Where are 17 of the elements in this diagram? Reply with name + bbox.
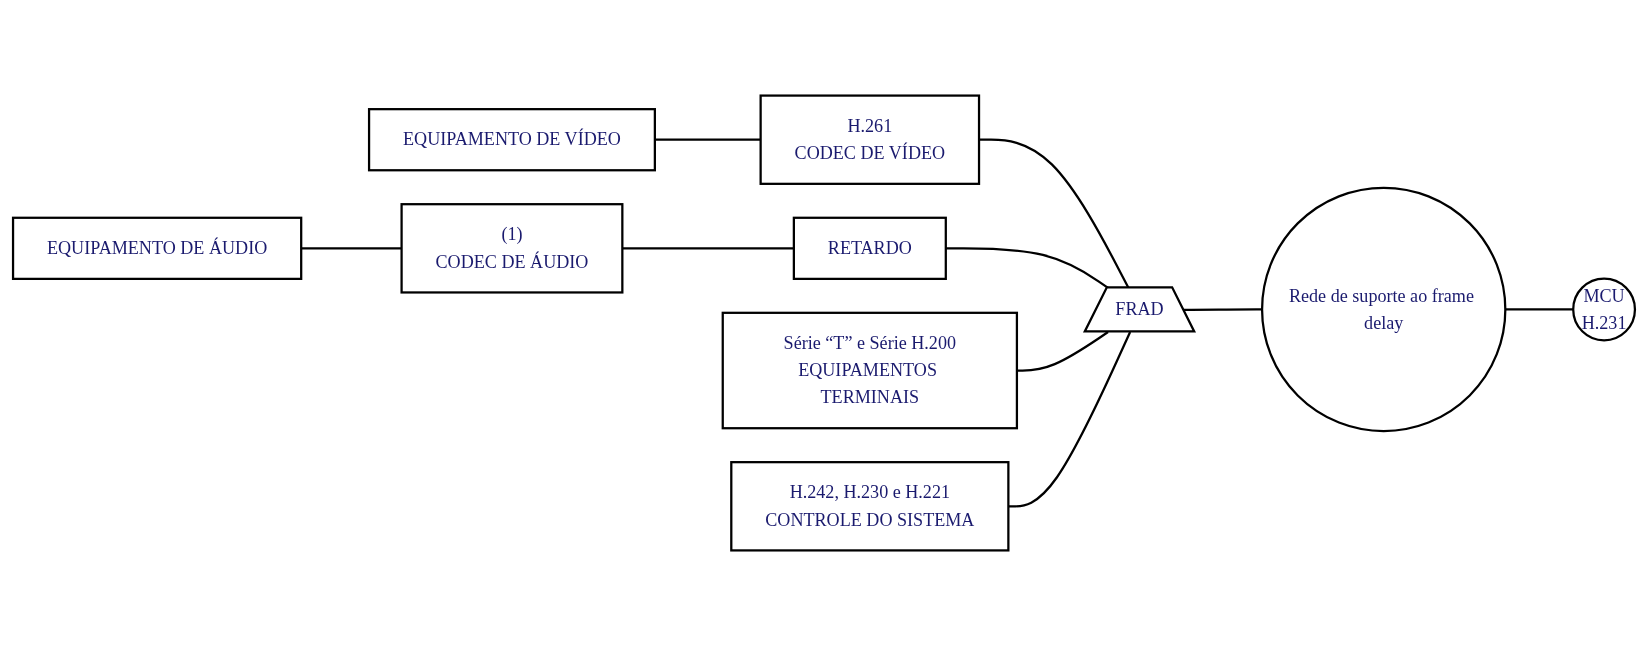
connector [1183,308,1262,312]
node-circle: Rede de suporte ao frame delay [1260,186,1506,433]
node-box: EQUIPAMENTO DE ÁUDIO [11,216,302,280]
connector [654,138,761,141]
node-box: H.242, H.230 e H.221 CONTROLE DO SISTEMA [729,461,1009,552]
connector [945,247,1109,289]
connector [300,247,402,250]
node-box: RETARDO [792,216,947,280]
node-box: H.261 CODEC DE VÍDEO [759,94,980,185]
connector [1007,331,1131,508]
connector [1504,308,1573,311]
node-circle: MCU H.231 [1571,277,1636,342]
connector [621,247,794,250]
node-box: (1) CODEC DE ÁUDIO [399,203,623,294]
node-box: Série “T” e Série H.200 EQUIPAMENTOS TERMINAIS [721,311,1018,430]
connector [1016,331,1109,372]
node-box: EQUIPAMENTO DE VÍDEO [367,108,656,172]
